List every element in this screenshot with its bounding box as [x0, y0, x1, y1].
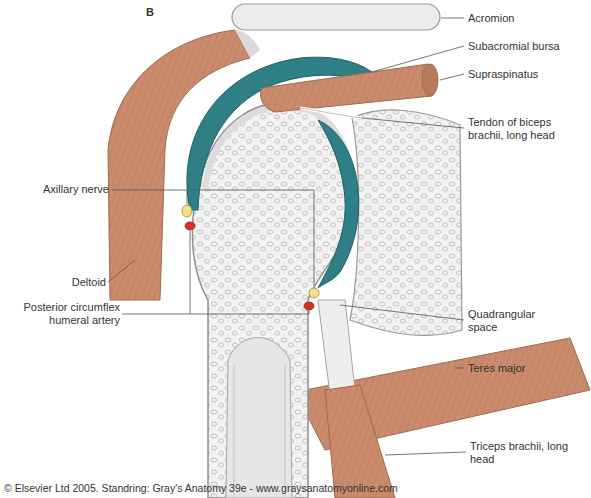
- part-label: Triceps brachii, long head: [470, 440, 570, 466]
- part-label: Posterior circumflex humeral artery: [2, 301, 120, 327]
- part-label: Subacromial bursa: [468, 40, 583, 53]
- panel-letter: B: [146, 6, 166, 19]
- part-label: Tendon of biceps brachii, long head: [468, 116, 556, 142]
- part-label: Supraspinatus: [468, 68, 578, 81]
- part-label: Axillary nerve: [2, 183, 109, 196]
- part-label: Acromion: [468, 12, 578, 25]
- part-label: Deltoid: [2, 276, 106, 289]
- part-label: Teres major: [468, 362, 578, 375]
- copyright-note: © Elsevier Ltd 2005. Standring: Gray's A…: [4, 482, 588, 495]
- part-label: Quadrangular space: [468, 308, 558, 334]
